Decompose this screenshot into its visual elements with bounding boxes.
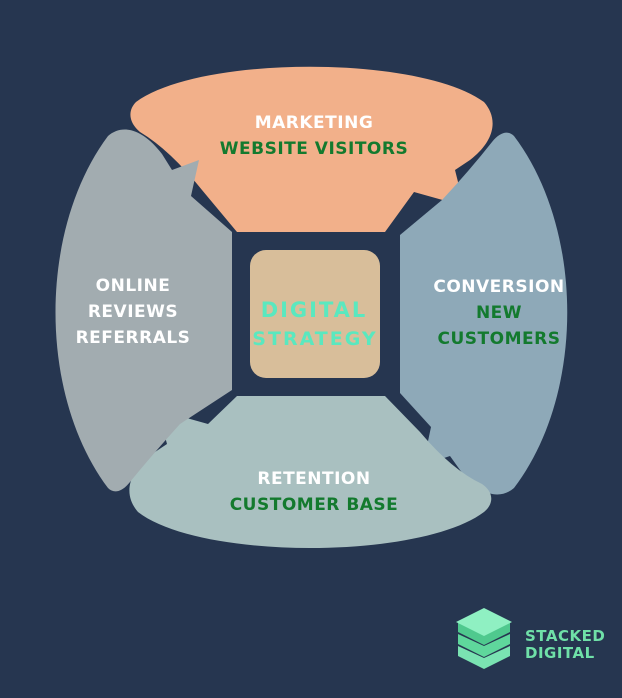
stacked-layers-icon xyxy=(456,608,512,669)
center-title-line2: STRATEGY xyxy=(252,328,377,350)
center-title-line1: DIGITAL xyxy=(261,298,368,322)
logo-text-line1: STACKED xyxy=(525,627,605,645)
retention-title: RETENTION xyxy=(257,469,370,489)
logo-text-line2: DIGITAL xyxy=(525,644,595,662)
reviews-line1: ONLINE xyxy=(96,276,171,296)
conversion-subtitle-line1: NEW xyxy=(476,303,522,323)
conversion-segment xyxy=(400,132,568,495)
marketing-subtitle: WEBSITE VISITORS xyxy=(220,139,408,159)
retention-segment xyxy=(129,396,492,548)
reviews-segment xyxy=(55,129,232,492)
retention-subtitle: CUSTOMER BASE xyxy=(230,495,399,515)
marketing-title: MARKETING xyxy=(255,113,374,133)
conversion-title: CONVERSION xyxy=(433,277,564,297)
marketing-segment xyxy=(130,66,493,232)
reviews-line3: REFERRALS xyxy=(76,328,191,348)
conversion-subtitle-line2: CUSTOMERS xyxy=(438,329,561,349)
center-box xyxy=(250,250,380,378)
reviews-line2: REVIEWS xyxy=(88,302,178,322)
